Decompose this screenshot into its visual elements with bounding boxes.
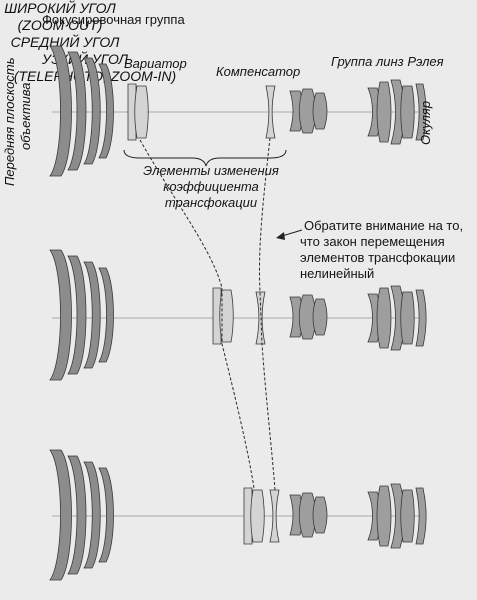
variator-label: Вариатор <box>124 56 187 71</box>
middle-fixed-tele <box>289 492 328 538</box>
note-label-line1: Обратите внимание на то, <box>304 218 464 233</box>
zoom-elements-label-line2: коэффициента <box>163 179 259 194</box>
variator-mid <box>212 287 234 345</box>
focus-group-mid <box>49 249 114 381</box>
variator-tele <box>243 487 265 545</box>
note-arrow-line <box>281 229 303 237</box>
focus-group-tele <box>49 449 114 581</box>
zoom-elements-label-line1: Элементы изменения <box>143 163 279 178</box>
relay-group-label: Группа линз Рэлея <box>331 54 444 69</box>
zoom-elements-brace <box>123 149 287 167</box>
variator-movement-path <box>139 139 255 489</box>
note-label-line3: элементов трансфокации <box>300 250 456 265</box>
mid-angle-label: СРЕДНИЙ УГОЛ <box>10 34 120 50</box>
tele-row <box>49 449 427 581</box>
eyepiece-label: Окуляр <box>418 100 433 145</box>
front-plane-label-line1: Передняя плоскость <box>2 57 17 186</box>
compensator-movement-path <box>258 137 276 491</box>
middle-fixed-mid <box>289 294 328 340</box>
middle-fixed-wide <box>289 88 328 134</box>
variator-wide <box>127 83 149 141</box>
focus-group-wide <box>49 45 114 177</box>
focus-group-label: Фокусировочная группа <box>42 12 185 27</box>
zoom-elements-label-line3: трансфокации <box>164 195 258 210</box>
compensator-label: Компенсатор <box>216 64 301 79</box>
front-plane-label-line2: объектива <box>18 82 33 151</box>
wide-angle-label-line2: (ZOOM OUT) <box>17 17 103 33</box>
wide-angle-label-line1: ШИРОКИЙ УГОЛ <box>4 0 116 16</box>
note-label-line2: что закон перемещения <box>300 234 445 249</box>
note-arrow-head <box>276 232 285 240</box>
note-label-line4: нелинейный <box>300 266 375 281</box>
